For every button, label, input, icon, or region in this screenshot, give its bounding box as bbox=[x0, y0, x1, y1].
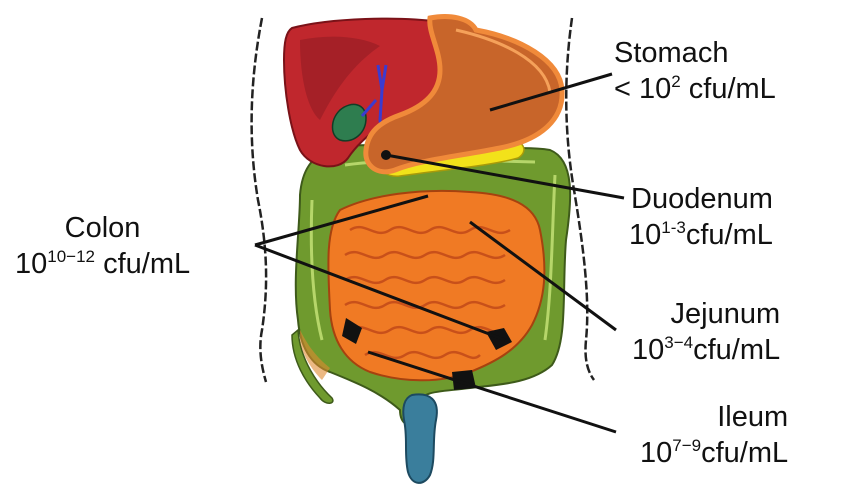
duodenum-label: Duodenum 101-3cfu/mL bbox=[629, 181, 773, 253]
jejunum-label: Jejunum 103−4cfu/mL bbox=[632, 296, 780, 368]
jejunum-count: 103−4cfu/mL bbox=[632, 332, 780, 368]
body-outline-left bbox=[252, 18, 266, 382]
ileum-count: 107−9cfu/mL bbox=[640, 435, 788, 471]
duodenum-name: Duodenum bbox=[629, 181, 773, 217]
colon-count: 1010−12 cfu/mL bbox=[15, 246, 190, 282]
jejunum-name: Jejunum bbox=[632, 296, 780, 332]
colon-label: Colon 1010−12 cfu/mL bbox=[15, 210, 190, 282]
ileum-name: Ileum bbox=[640, 399, 788, 435]
stomach-count: < 102 cfu/mL bbox=[614, 71, 776, 107]
duodenum-count: 101-3cfu/mL bbox=[629, 217, 773, 253]
ileum-label: Ileum 107−9cfu/mL bbox=[640, 399, 788, 471]
colon-name: Colon bbox=[15, 210, 190, 246]
stomach-name: Stomach bbox=[614, 35, 776, 71]
rectum-shape bbox=[403, 394, 437, 483]
stomach-label: Stomach < 102 cfu/mL bbox=[614, 35, 776, 107]
